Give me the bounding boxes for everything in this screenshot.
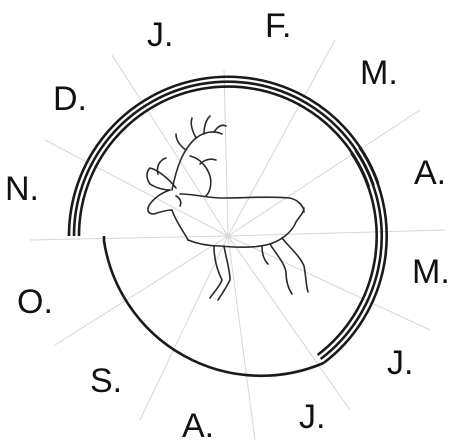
month-label-jan: J. [147, 16, 173, 54]
month-label-jun: J. [387, 344, 413, 382]
divider-oct-nov [30, 236, 228, 240]
divider-nov-dec [45, 140, 228, 236]
divider-may-jun [228, 236, 430, 330]
triple-ring-summer [318, 147, 387, 363]
month-label-sep: S. [90, 362, 122, 400]
triple-ring-winter [69, 77, 378, 236]
divider-jan-feb [224, 70, 228, 236]
divider-mar-apr [228, 110, 420, 236]
month-label-aug: A. [182, 407, 214, 442]
divider-jun-jul [228, 236, 350, 410]
month-label-feb: F. [265, 7, 291, 45]
month-label-may: M. [412, 253, 450, 291]
divider-feb-mar [228, 40, 335, 236]
month-label-nov: N. [5, 170, 39, 208]
month-label-apr: A. [414, 154, 446, 192]
month-label-dec: D. [53, 80, 87, 118]
month-label-jul: J. [299, 398, 325, 436]
divider-jul-aug [228, 236, 255, 440]
divider-apr-may [228, 230, 445, 236]
month-label-mar: M. [360, 54, 398, 92]
month-label-oct: O. [17, 283, 53, 321]
single-ring-autumn [104, 236, 324, 376]
